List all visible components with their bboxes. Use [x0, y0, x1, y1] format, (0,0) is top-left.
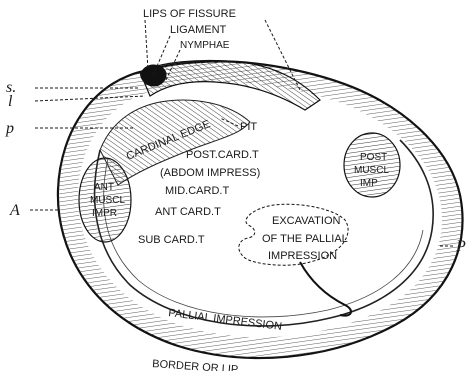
label-ant-muscl-1: ANT [94, 182, 114, 193]
label-pit: PIT [240, 121, 257, 133]
label-ant-muscl-3: IMPR [92, 208, 117, 219]
label-p-large: P [455, 238, 466, 255]
label-l: l [8, 93, 13, 110]
label-post-muscl-2: MUSCL [354, 165, 389, 176]
label-ant-muscl-2: MUSCL [90, 195, 125, 206]
label-post-muscl-3: IMP [360, 178, 378, 189]
label-ligament: LIGAMENT [170, 24, 227, 36]
label-post-card-t: POST.CARD.T [186, 149, 259, 161]
label-sub-card-t: SUB CARD.T [138, 234, 205, 246]
label-ant-card-t: ANT CARD.T [155, 206, 221, 218]
label-excavation-1: EXCAVATION [272, 215, 341, 227]
label-a: A [9, 202, 20, 219]
label-border-or-lip: BORDER OR LIP [152, 358, 239, 371]
label-excavation-3: IMPRESSION [268, 250, 337, 262]
label-abdom-impress: (ABDOM IMPRESS) [160, 167, 260, 179]
label-nymphae: NYMPHAE [180, 40, 230, 51]
label-p-small: p [5, 120, 14, 137]
label-excavation-2: OF THE PALLIAL [262, 233, 348, 245]
label-mid-card-t: MID.CARD.T [165, 185, 229, 197]
label-post-muscl-1: POST [360, 152, 387, 163]
leader-lips [145, 20, 148, 70]
label-lips-of-fissure: LIPS OF FISSURE [143, 8, 236, 20]
